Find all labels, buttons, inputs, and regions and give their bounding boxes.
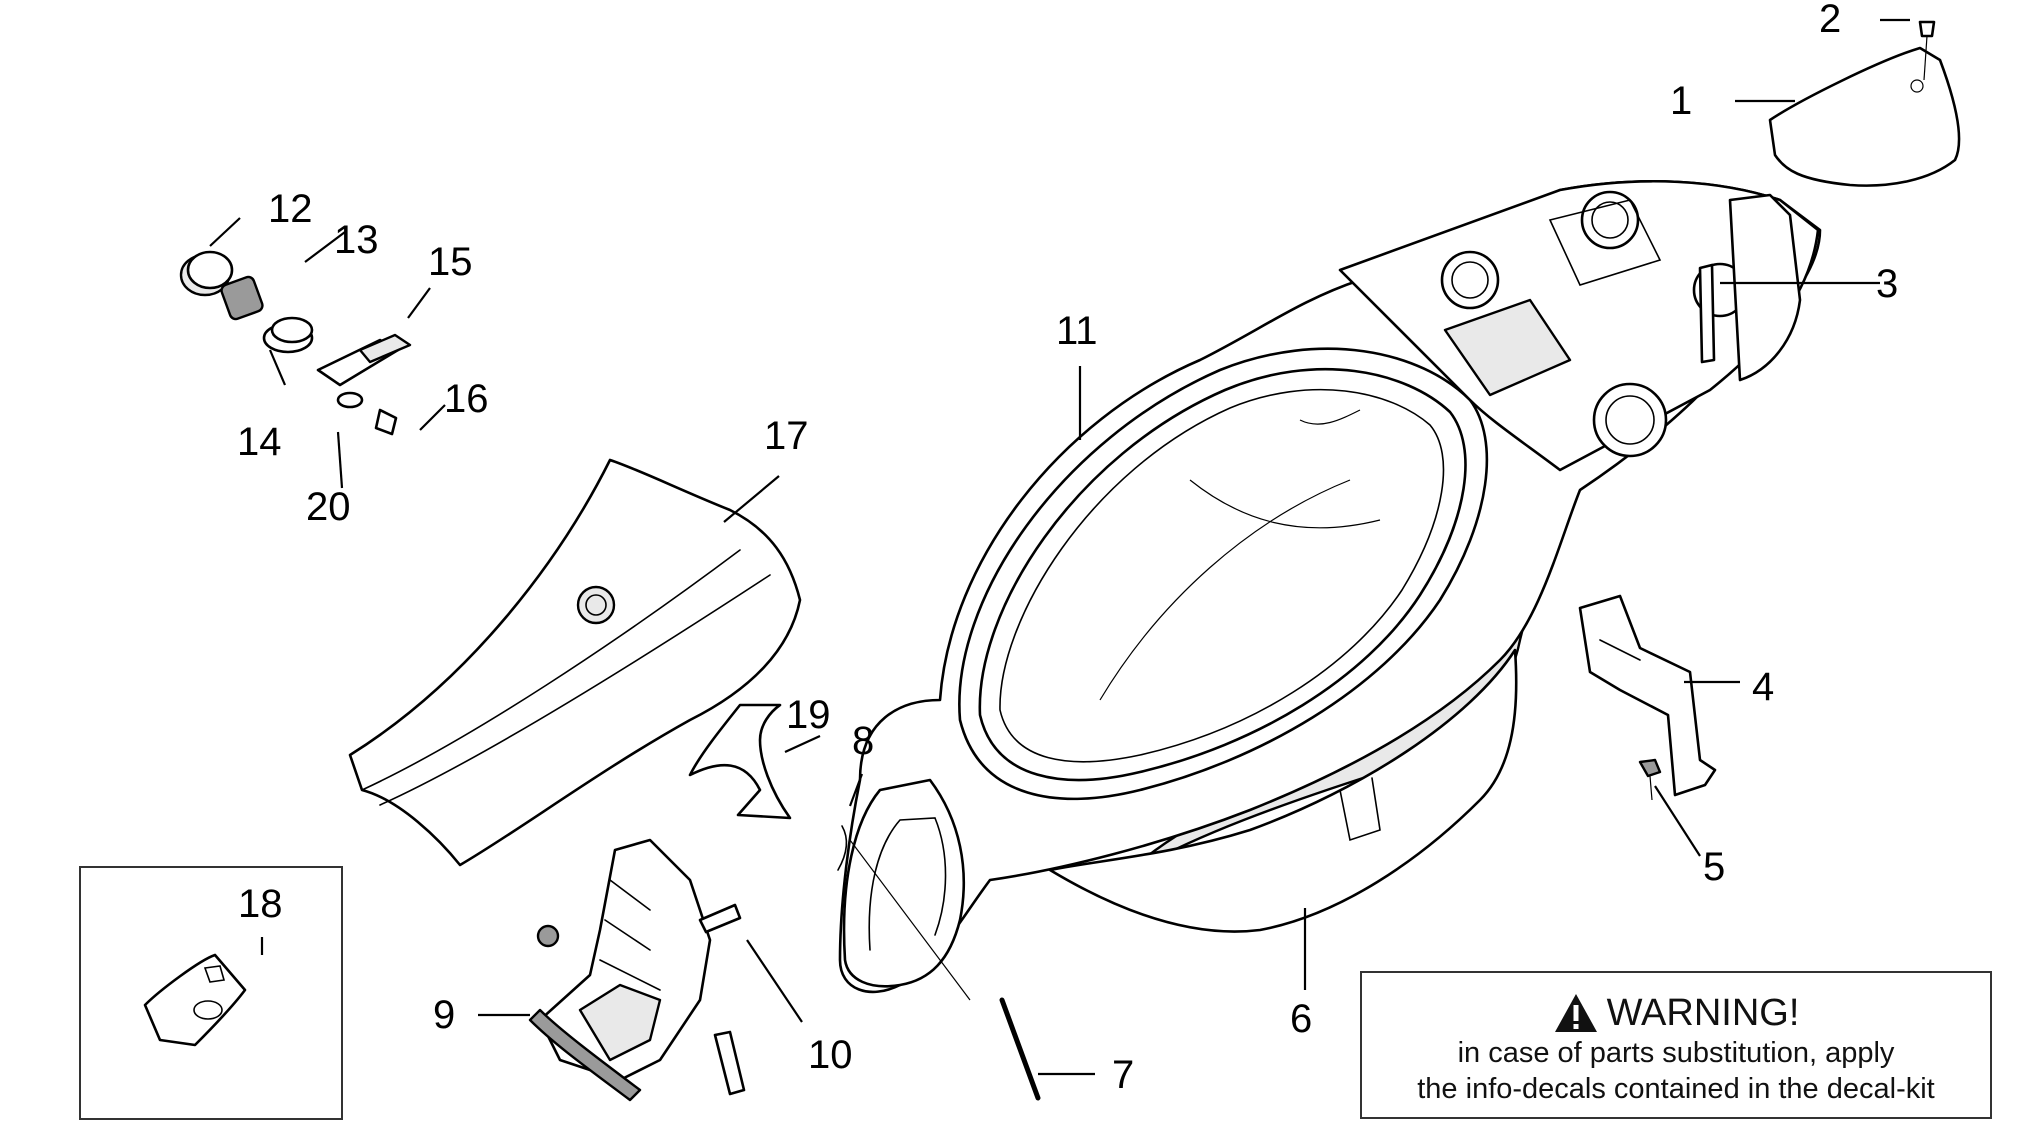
part-spring-clip: [837, 825, 971, 1001]
callout-16: 16: [444, 377, 489, 421]
part-nut: [1638, 758, 1662, 801]
callout-4: 4: [1752, 665, 1774, 709]
callout-12: 12: [268, 187, 313, 231]
part-hinge-bracket: [528, 838, 746, 1102]
warning-title: WARNING!: [1606, 992, 1800, 1034]
warning-title-row: WARNING!: [1362, 991, 1990, 1035]
callout-1: 1: [1670, 79, 1692, 123]
part-cover-lid: [1768, 46, 1961, 187]
inset-detail-frame: [79, 866, 343, 1120]
part-pin: [999, 997, 1041, 1101]
callout-8: 8: [852, 719, 874, 763]
part-helmet-compartment: [838, 179, 1822, 994]
part-bolt-rear: [1698, 263, 1716, 364]
callout-6: 6: [1290, 997, 1312, 1041]
part-bracket: [1578, 594, 1717, 797]
callout-3: 3: [1876, 262, 1898, 306]
part-front-panel: [348, 458, 802, 867]
callout-15: 15: [428, 240, 473, 284]
callout-2: 2: [1819, 0, 1841, 41]
warning-triangle-icon: [1554, 994, 1597, 1032]
warning-line-1: in case of parts substitution, apply: [1457, 1037, 1895, 1069]
callout-13: 13: [334, 218, 379, 262]
part-clip: [688, 703, 792, 820]
callout-19: 19: [786, 693, 831, 737]
callout-10: 10: [808, 1033, 853, 1077]
warning-notice: WARNING! in case of parts substitution, …: [1360, 971, 1992, 1119]
callout-7: 7: [1112, 1053, 1134, 1097]
callout-18: 18: [238, 882, 283, 926]
warning-line-2: the info-decals contained in the decal-k…: [1417, 1073, 1935, 1105]
callout-9: 9: [433, 993, 455, 1037]
callout-20: 20: [306, 485, 351, 529]
callout-11: 11: [1056, 309, 1098, 353]
part-screw-top: [1918, 20, 1936, 81]
leader-lines: [209, 18, 1910, 1076]
part-lock-assembly: [179, 250, 412, 436]
callout-14: 14: [237, 420, 282, 464]
callout-5: 5: [1703, 845, 1725, 889]
callout-17: 17: [764, 414, 809, 458]
part-inset-clip: [143, 953, 247, 1047]
callout-labels: 1 2 3 4 5 6 7 8 9 10 11 12 13 14 15 16 1…: [237, 0, 1898, 1097]
